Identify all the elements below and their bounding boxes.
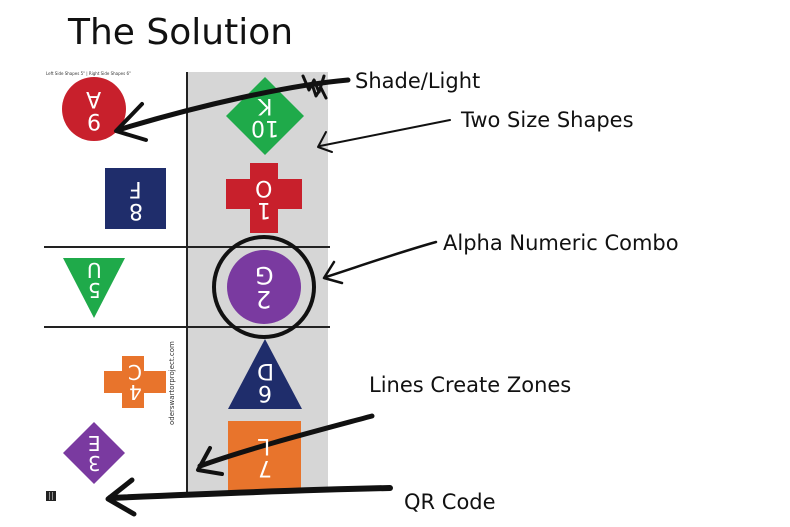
shape-g2-letter: G [254, 261, 274, 289]
shape-c4-number: 4 [128, 380, 142, 404]
arrow-lines-zones-head [196, 446, 224, 476]
callout-alpha-numeric: Alpha Numeric Combo [443, 231, 679, 255]
arrow-alpha-numeric [324, 240, 438, 279]
center-divider-line [186, 72, 188, 492]
arrow-alpha-numeric-head [322, 260, 344, 285]
shape-d6-label: D 6 [228, 356, 302, 406]
arrow-shade-light [115, 77, 351, 133]
shape-d6-letter: D [256, 358, 274, 383]
highlight-ring [212, 235, 316, 339]
shape-l7-square [228, 421, 301, 491]
qr-code-icon [46, 491, 56, 501]
shape-e3-label: E 3 [63, 424, 125, 482]
shape-l7-number: 7 [257, 455, 272, 480]
zone-line-top [44, 246, 330, 248]
shape-k10-letter: K [257, 93, 273, 118]
arrow-qr-code [107, 485, 393, 501]
shape-e3-letter: E [87, 431, 101, 455]
shape-c4-label: C 4 [104, 356, 166, 408]
shape-l7-letter: L [258, 433, 271, 458]
shape-c4-cross [104, 356, 166, 408]
shape-u5-label: U 5 [63, 258, 125, 302]
callout-two-size: Two Size Shapes [461, 108, 634, 132]
shape-g2-circle [227, 250, 301, 324]
shape-d6-number: 6 [258, 380, 272, 405]
shape-e3-diamond [63, 422, 125, 484]
shape-u5-letter: U [86, 258, 102, 282]
callout-shade-light: Shade/Light [355, 69, 481, 93]
shape-l7-label: L 7 [228, 428, 301, 484]
shape-f8-square: F 8 [105, 168, 166, 229]
shape-o1-letter: O [255, 175, 273, 200]
arrow-shade-light-head [114, 102, 148, 142]
sheet-header: Left Side Shapes 5" | Right Side Shapes … [46, 71, 131, 76]
shape-e3-number: 3 [87, 451, 101, 475]
shape-k10-label: K 10 [226, 82, 304, 150]
shape-u5-number: 5 [87, 278, 101, 302]
zone-line-bottom [44, 326, 330, 328]
arrow-two-size-head [317, 131, 333, 153]
arrow-qr-code-head [105, 477, 137, 517]
shape-o1-cross [226, 163, 302, 233]
arrow-two-size [319, 119, 451, 147]
shape-d6-triangle [228, 339, 302, 409]
shape-g2-number: 2 [256, 285, 272, 313]
annotation-arrows [105, 74, 451, 517]
callout-lines-zones: Lines Create Zones [369, 373, 572, 397]
page-title: The Solution [68, 12, 294, 53]
shape-k10-number: 10 [251, 115, 279, 140]
shape-o1-label: O 1 [226, 168, 302, 228]
shape-u5-triangle [63, 258, 125, 318]
mw-mark [301, 74, 328, 100]
arrow-lines-zones [197, 413, 375, 469]
shape-c4-letter: C [128, 360, 142, 384]
shape-o1-number: 1 [257, 197, 271, 222]
callout-qr-code: QR Code [404, 490, 496, 514]
shape-g2-label: G 2 [227, 252, 301, 322]
